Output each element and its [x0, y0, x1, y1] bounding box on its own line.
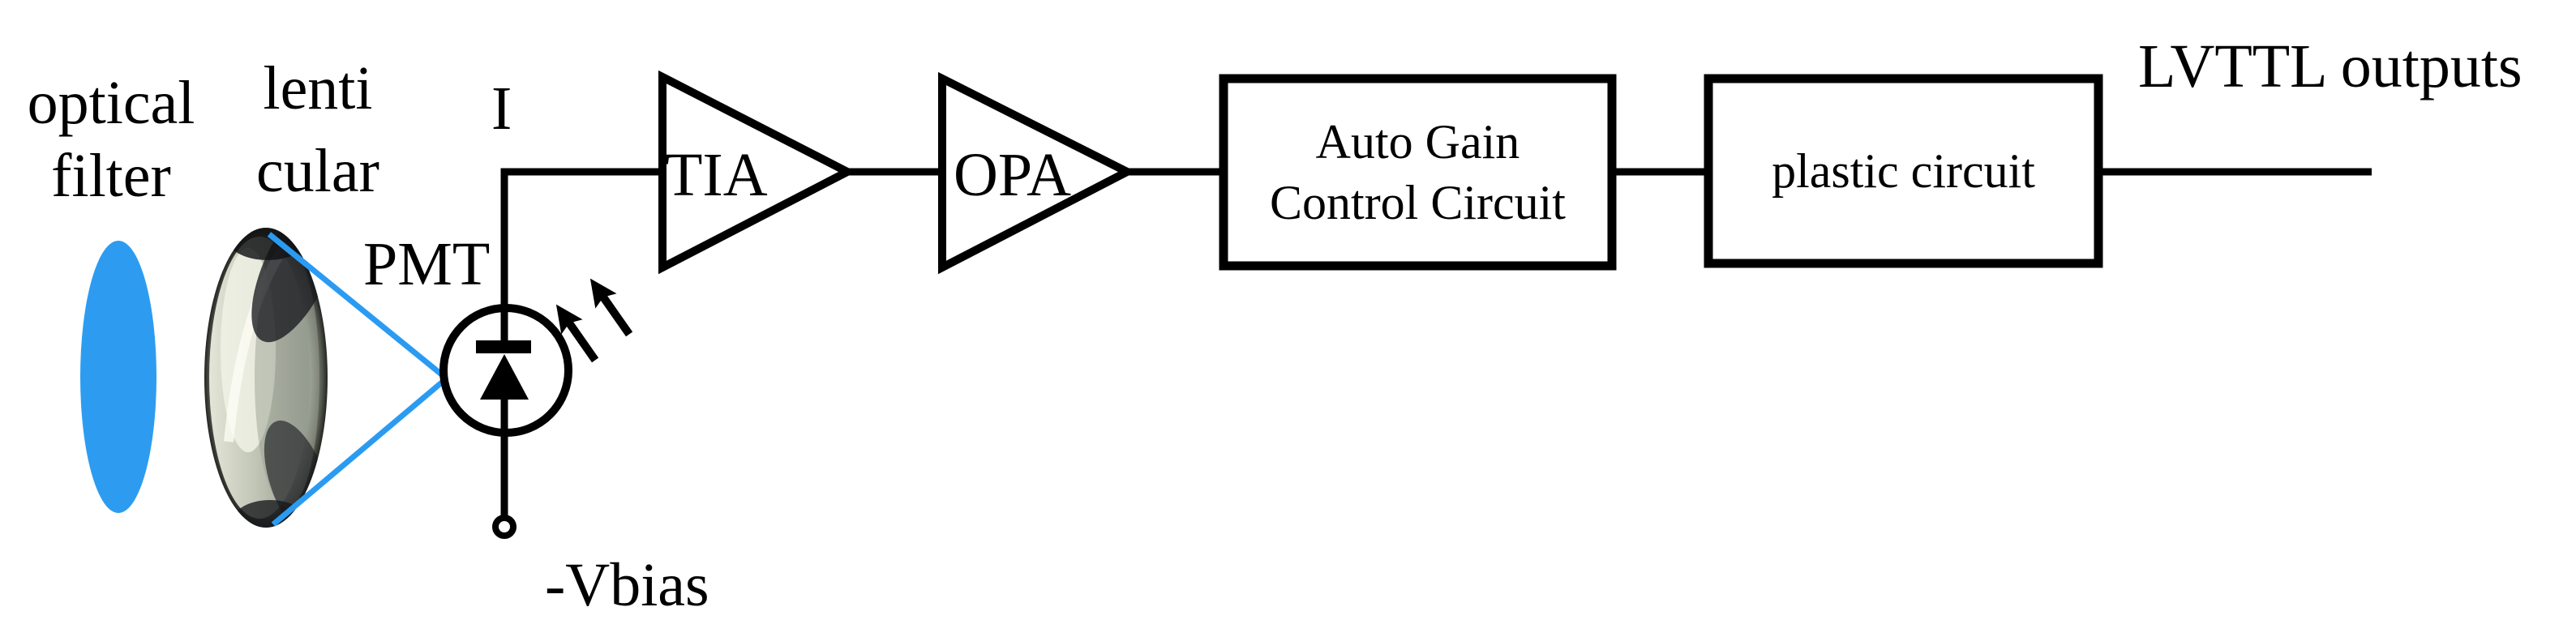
light-beam-upper — [267, 232, 446, 378]
auto-gain-control-label: Auto Gain Control Circuit — [1224, 79, 1612, 266]
plastic-circuit-label: plastic circuit — [1772, 143, 2035, 198]
lenticular-label: lenti cular — [256, 47, 379, 212]
opa-amplifier-triangle — [938, 71, 1136, 275]
light-arrow-icon — [589, 278, 633, 337]
photodiode-cathode-bar — [476, 340, 531, 353]
auto-gain-control-label-line1: Auto Gain — [1315, 114, 1520, 169]
light-arrow-icon — [555, 304, 599, 363]
photodiode-anode-triangle — [480, 354, 529, 400]
lvttl-outputs-label: LVTTL outputs — [2138, 32, 2522, 100]
lenticular-lens — [204, 228, 328, 528]
wire-pmt-to-tia — [500, 168, 662, 340]
tia-label: TIA — [665, 141, 768, 209]
auto-gain-control-label-line2: Control Circuit — [1270, 175, 1566, 229]
bias-terminal — [492, 515, 516, 539]
plastic-circuit-box — [1704, 74, 2103, 268]
tia-amplifier-triangle — [658, 70, 856, 275]
lenticular-label-line2: cular — [256, 137, 379, 205]
auto-gain-control-box — [1219, 74, 1617, 271]
optical-filter-shape — [80, 241, 156, 513]
bias-voltage-label: -Vbias — [545, 551, 709, 619]
current-label: I — [491, 75, 512, 143]
pmt-label: PMT — [363, 230, 491, 298]
light-beam-lower — [271, 378, 446, 527]
optical-filter-label-line2: filter — [51, 142, 171, 210]
optical-filter-label: optical filter — [28, 66, 195, 212]
opa-label: OPA — [954, 141, 1072, 209]
lenticular-label-line1: lenti — [263, 54, 373, 122]
optical-filter-label-line1: optical — [27, 69, 195, 137]
